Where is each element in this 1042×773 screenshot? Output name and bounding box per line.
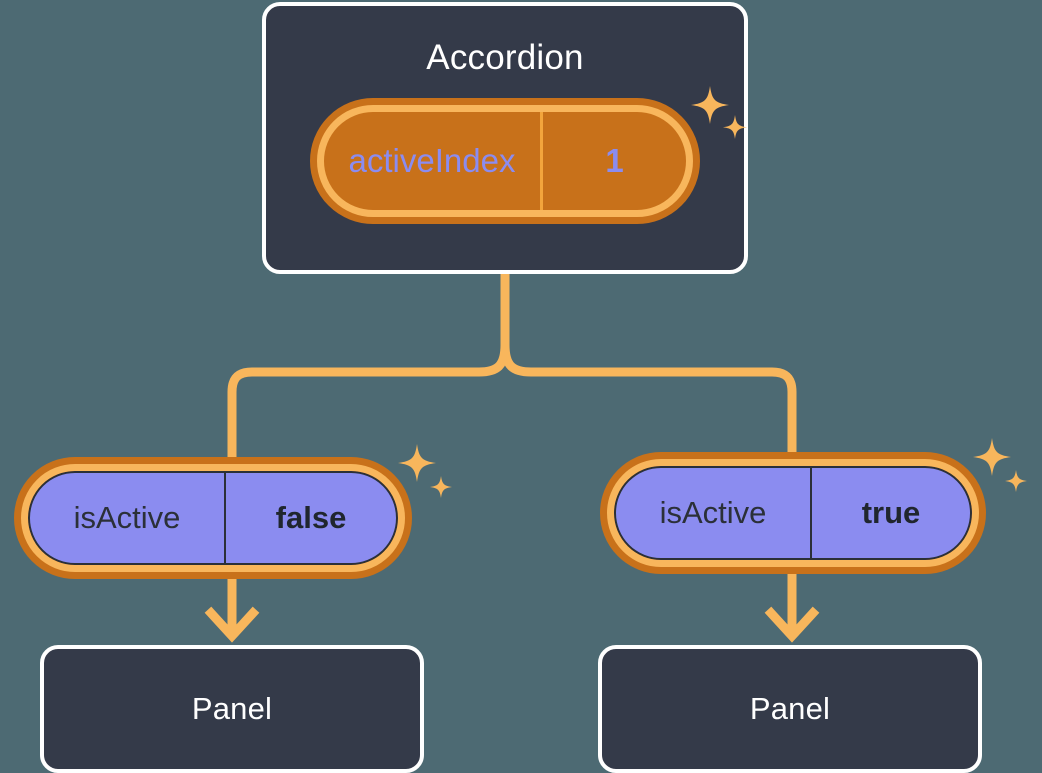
accordion-title: Accordion xyxy=(426,38,584,77)
sparkle-star-small-icon xyxy=(430,476,452,498)
sparkle-star-large-icon xyxy=(398,444,436,482)
prop-pill-right-inner-ring: isActive true xyxy=(607,459,979,567)
connector-left-branch xyxy=(227,344,510,470)
left-arrow-head-icon xyxy=(204,606,260,643)
prop-pill-right-key: isActive xyxy=(616,468,812,558)
state-pill-inner-ring: activeIndex 1 xyxy=(317,105,693,217)
connector-right-branch xyxy=(500,344,797,462)
prop-pill-isactive-false[interactable]: isActive false xyxy=(14,457,412,579)
state-pill-activeindex[interactable]: activeIndex 1 xyxy=(310,98,700,224)
sparkle-star-large-icon xyxy=(973,438,1011,476)
state-pill-key: activeIndex xyxy=(324,112,543,210)
panel-right-title: Panel xyxy=(749,691,831,726)
prop-pill-isactive-true[interactable]: isActive true xyxy=(600,452,986,574)
panel-left-title: Panel xyxy=(191,691,273,726)
prop-pill-left-inner-ring: isActive false xyxy=(21,464,405,572)
prop-pill-left-value: false xyxy=(275,500,347,535)
state-pill-core: activeIndex 1 xyxy=(324,112,686,210)
prop-pill-left-core: isActive false xyxy=(28,471,398,565)
panel-right-box[interactable]: Panel xyxy=(598,645,982,773)
right-arrow-head-icon xyxy=(764,606,820,643)
prop-pill-left-key: isActive xyxy=(30,473,226,563)
sparkle-star-small-icon xyxy=(1005,470,1027,492)
state-pill-value: 1 xyxy=(605,142,624,179)
prop-pill-right-core: isActive true xyxy=(614,466,972,560)
panel-left-box[interactable]: Panel xyxy=(40,645,424,773)
prop-pill-right-value: true xyxy=(861,495,921,530)
